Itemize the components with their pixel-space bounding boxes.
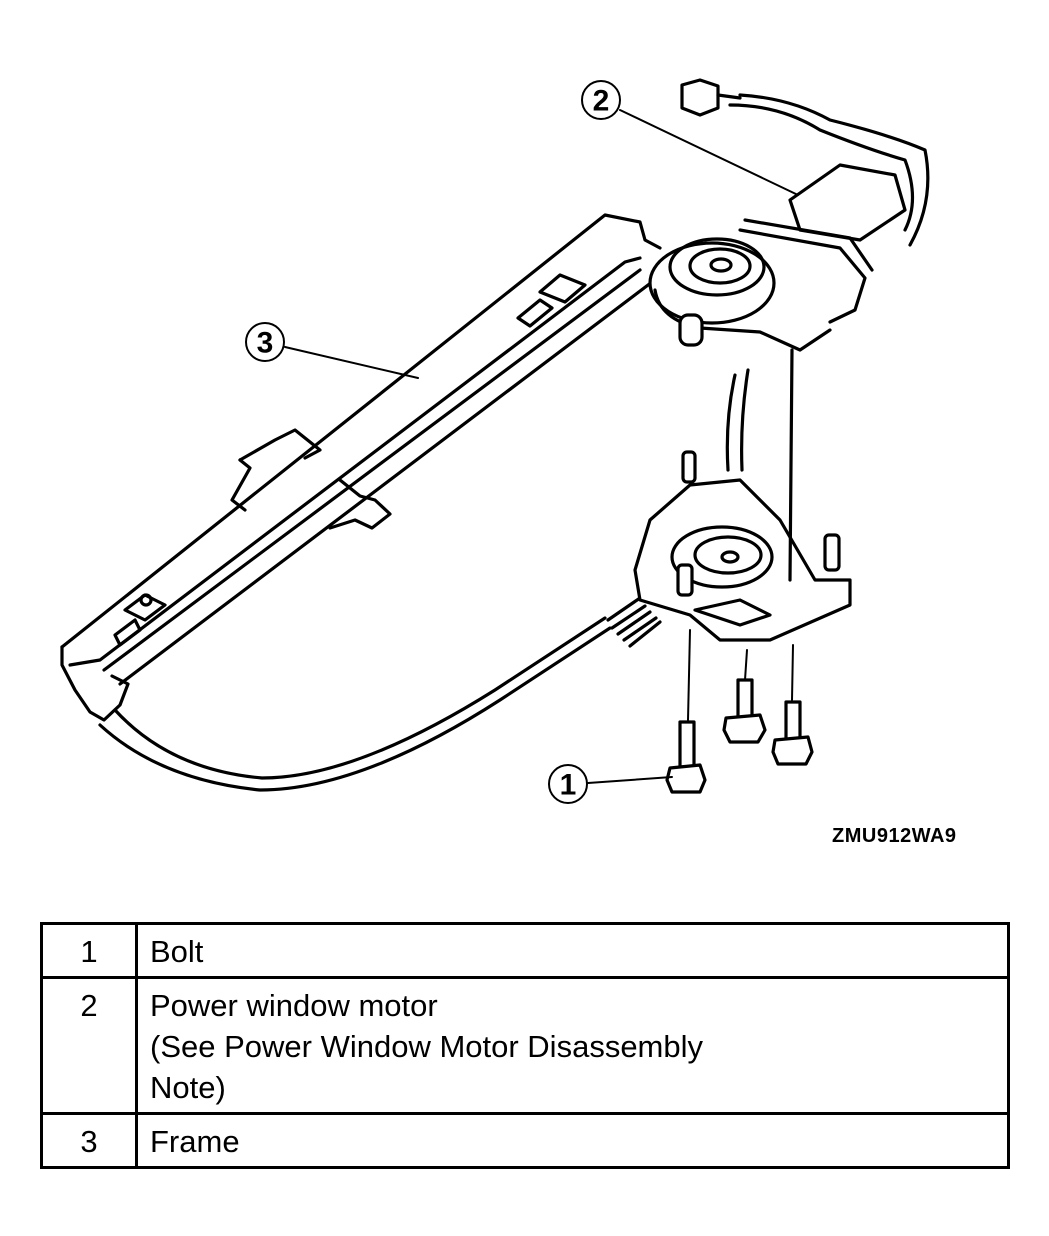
- callout-3: 3: [245, 322, 285, 362]
- part-description-line: Note): [150, 1070, 226, 1105]
- bolts: [665, 629, 814, 794]
- callout-1-number: 1: [560, 769, 577, 802]
- part-description: Frame: [135, 1112, 1010, 1169]
- power-window-motor: [648, 78, 930, 352]
- part-description: Power window motor (See Power Window Mot…: [135, 976, 1010, 1115]
- part-number: 1: [40, 922, 138, 979]
- regulator-cable: [98, 368, 750, 792]
- part-description-line: Power window motor: [150, 988, 438, 1023]
- bolt-2: [722, 678, 767, 744]
- bolt-3: [771, 700, 814, 766]
- cable-drum-base: [633, 348, 852, 642]
- callout-3-number: 3: [257, 327, 274, 360]
- figure-code: ZMU912WA9: [832, 825, 957, 847]
- regulator-diagram: 2 3 1: [60, 78, 930, 804]
- table-row: 2 Power window motor (See Power Window M…: [40, 976, 1010, 1115]
- table-row: 1 Bolt: [40, 922, 1010, 979]
- callout-1: 1: [548, 764, 588, 804]
- part-description-line: Frame: [150, 1124, 240, 1159]
- callout-2: 2: [581, 80, 621, 120]
- bolt-1: [665, 720, 707, 794]
- parts-table: 1 Bolt 2 Power window motor (See Power W…: [40, 922, 1010, 1169]
- part-description: Bolt: [135, 922, 1010, 979]
- part-description-line: Bolt: [150, 934, 204, 969]
- frame-rail: [60, 213, 662, 722]
- part-number: 3: [40, 1112, 138, 1169]
- callout-2-number: 2: [593, 85, 610, 118]
- part-number: 2: [40, 976, 138, 1115]
- part-description-line: (See Power Window Motor Disassembly: [150, 1029, 704, 1064]
- callout-leaders: [284, 109, 799, 784]
- table-row: 3 Frame: [40, 1112, 1010, 1169]
